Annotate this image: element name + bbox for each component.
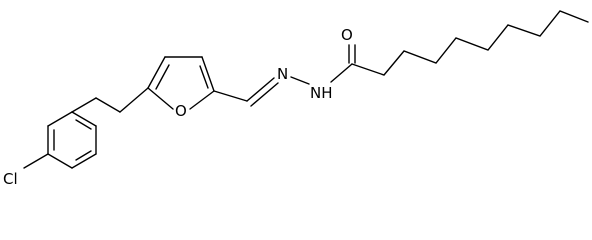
ch-n-double-bond-b [250,82,279,107]
n-n-bond [290,76,310,85]
aryl-furan-bond [119,87,149,113]
alkyl-chain [351,10,589,76]
hydrazide-nh-label: NH [310,84,333,102]
furan-ch-bond [213,90,248,102]
furan-oxygen-label: O [175,102,187,120]
imine-nitrogen-label: N [277,65,288,83]
furan-ring [147,56,215,110]
carbonyl-oxygen-label: O [341,26,353,44]
chlorine-label: Cl [3,170,18,188]
ch-n-double-bond-a [246,77,275,102]
chemical-structure: Cl O O N NH [3,10,589,188]
c-cl-bond [23,153,49,169]
benzene-ring [47,97,121,169]
nh-carbonyl-bond [330,63,353,83]
